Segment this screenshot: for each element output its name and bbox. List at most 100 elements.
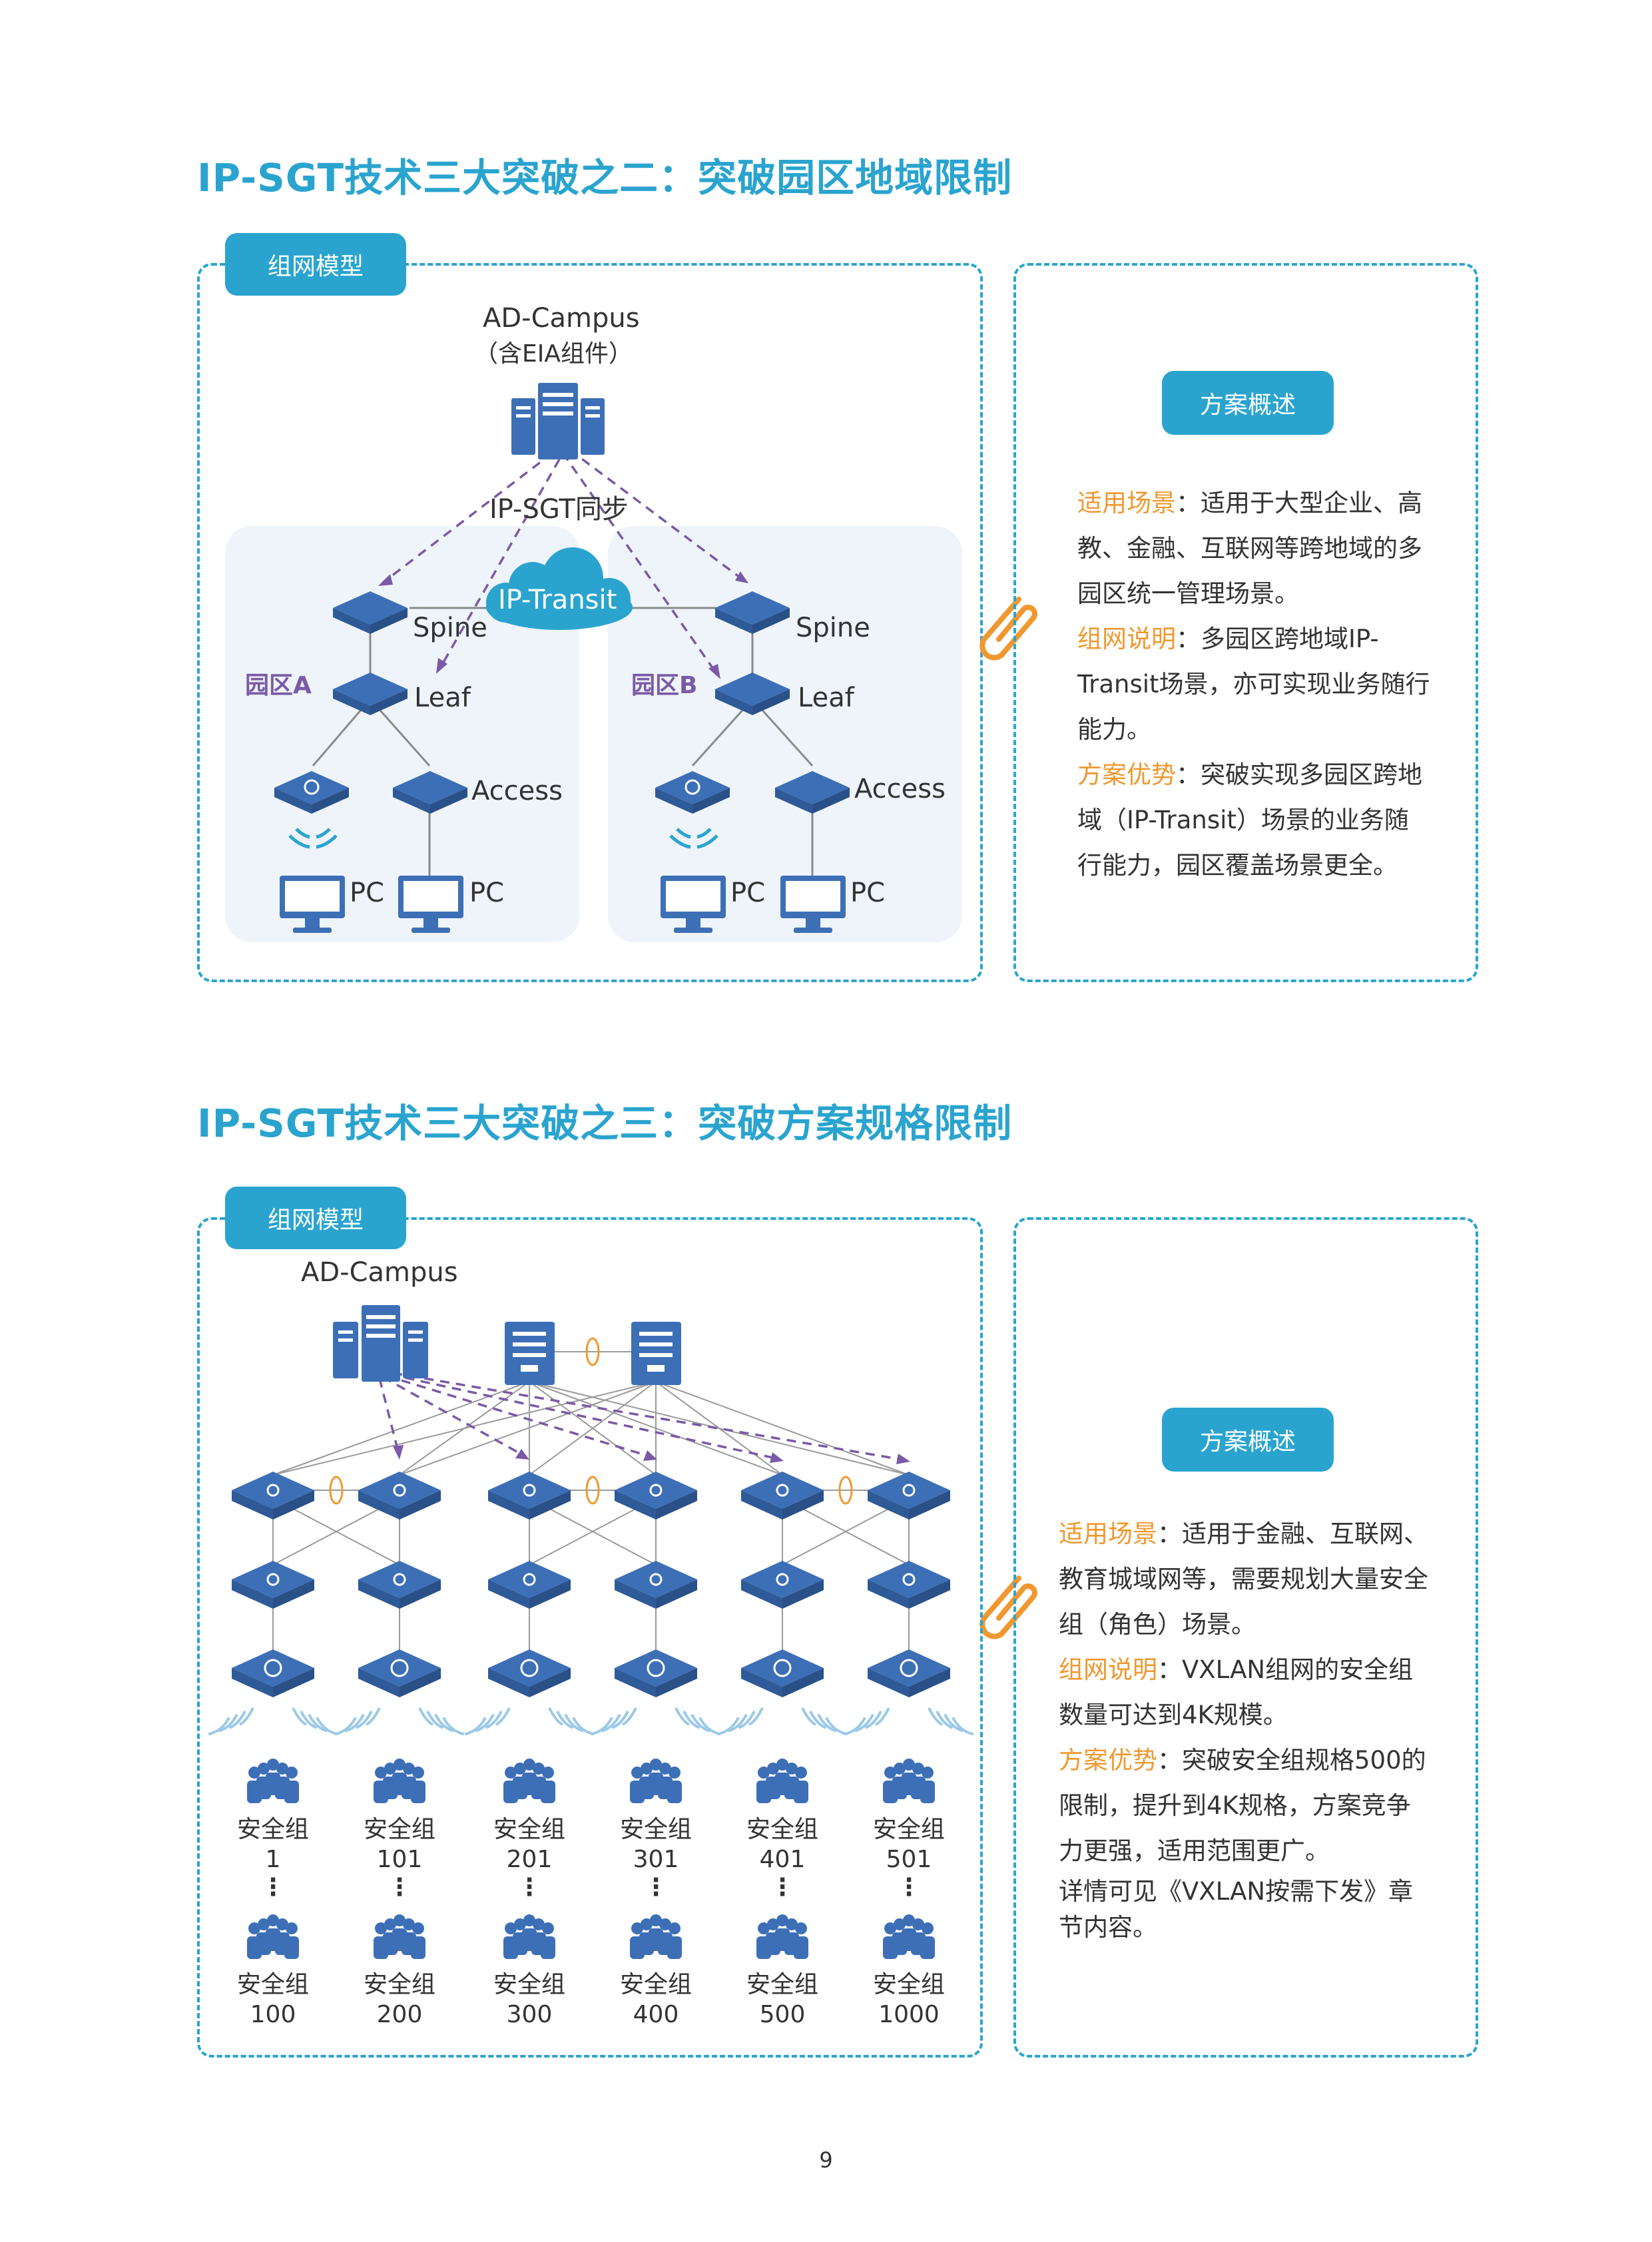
adv-text: ：突破安全组规格500的限制，提升到4K规格，方案竞争力更强，适用范围更广。	[1059, 1746, 1426, 1865]
security-group-top_num: 1	[265, 1846, 281, 1873]
section1-summary-text: 适用场景：适用于大型企业、高教、金融、互联网等跨地域的多园区统一管理场景。 组网…	[1077, 481, 1430, 888]
switch-icon	[232, 1472, 314, 1520]
pc-label: PC	[730, 878, 766, 908]
section1-summary-box	[1013, 263, 1478, 982]
wifi-signal-icon	[208, 1707, 338, 1736]
switch-icon	[868, 1561, 950, 1609]
cloud-icon	[486, 547, 633, 630]
user-group-icon	[503, 1914, 555, 1959]
wifi-signal-icon	[717, 1707, 848, 1736]
user-group-icon	[374, 1759, 425, 1803]
leaf-a-label: Leaf	[414, 683, 471, 713]
security-group-bot_num: 500	[759, 2001, 806, 2028]
user-group-icon	[756, 1759, 808, 1803]
security-group-top: 安全组	[363, 1816, 435, 1843]
section2-title: IP-SGT技术三大突破之三：突破方案规格限制	[197, 1101, 1013, 1146]
security-group-bot_num: 400	[633, 2001, 679, 2028]
security-group-dots: ⋮	[770, 1874, 794, 1901]
section2-controller-label: AD-Campus	[301, 1257, 458, 1288]
net-label: 组网说明	[1059, 1655, 1157, 1684]
switch-icon	[358, 1472, 441, 1520]
security-group-dots: ⋮	[261, 1874, 285, 1901]
security-group-bot: 安全组	[363, 1971, 435, 1998]
wifi-signal-icon	[464, 1707, 595, 1736]
section1-model-box	[197, 263, 983, 982]
scene-text: ：适用于金融、互联网、教育城域网等，需要规划大量安全组（角色）场景。	[1059, 1520, 1428, 1639]
security-group-dots: ⋮	[388, 1874, 412, 1901]
server-icon	[511, 383, 605, 459]
security-group-bot: 安全组	[493, 1971, 565, 1998]
section1-model-tag: 组网模型	[225, 233, 406, 296]
security-group-top: 安全组	[236, 1816, 309, 1843]
security-group-dots: ⋮	[644, 1874, 668, 1901]
access-point-icon	[358, 1649, 441, 1697]
security-group-dots: ⋮	[517, 1874, 541, 1901]
security-group-bot_num: 100	[250, 2001, 296, 2028]
user-group-icon	[247, 1914, 299, 1959]
more-info: 详情可见《VXLAN按需下发》章节内容。	[1059, 1877, 1414, 1942]
user-group-icon	[503, 1759, 555, 1803]
switch-icon	[488, 1472, 571, 1520]
scene-text: ：适用于大型企业、高教、金融、互联网等跨地域的多园区统一管理场景。	[1077, 489, 1422, 608]
user-group-icon	[883, 1759, 935, 1803]
leaf-b-label: Leaf	[798, 683, 854, 713]
wifi-signal-icon	[591, 1707, 721, 1736]
page-number: 9	[819, 2147, 833, 2173]
security-group-top_num: 501	[886, 1846, 932, 1873]
switch-icon	[868, 1472, 950, 1520]
scene-label: 适用场景	[1059, 1520, 1157, 1548]
access-point-icon	[488, 1649, 571, 1697]
user-group-icon	[374, 1914, 425, 1959]
access-point-icon	[868, 1649, 950, 1697]
switch-icon	[488, 1561, 571, 1609]
scene-label: 适用场景	[1077, 489, 1176, 517]
sync-label: IP-SGT同步	[489, 494, 629, 525]
access-a-label: Access	[471, 776, 563, 806]
campus-a-label: 园区A	[245, 672, 312, 699]
net-text: ：多园区跨地域IP-Transit场景，亦可实现业务随行能力。	[1077, 625, 1430, 744]
wifi-signal-icon	[844, 1707, 974, 1736]
section2-summary-tag: 方案概述	[1162, 1408, 1334, 1472]
section1-summary-tag: 方案概述	[1162, 371, 1334, 435]
campus-b-label: 园区B	[631, 672, 698, 699]
switch-icon	[333, 591, 408, 634]
section1-controller-label: AD-Campus	[483, 303, 640, 334]
pc-label: PC	[350, 878, 385, 908]
adv-text: ：突破实现多园区跨地域（IP-Transit）场景的业务随行能力，园区覆盖场景更…	[1077, 760, 1422, 880]
pc-label: PC	[469, 878, 505, 908]
user-group-icon	[247, 1759, 299, 1803]
switch-icon	[741, 1472, 824, 1520]
security-group-bot_num: 1000	[878, 2001, 940, 2028]
switch-icon	[615, 1472, 697, 1520]
pc-label: PC	[850, 878, 886, 908]
security-group-top: 安全组	[619, 1816, 692, 1843]
security-group-top_num: 201	[506, 1846, 553, 1873]
security-group-bot_num: 300	[506, 2001, 553, 2028]
transit-label: IP-Transit	[498, 585, 617, 615]
security-group-bot: 安全组	[746, 1971, 818, 1998]
net-label: 组网说明	[1077, 625, 1176, 653]
adv-label: 方案优势	[1077, 760, 1176, 789]
security-group-bot: 安全组	[236, 1971, 309, 1998]
security-group-dots: ⋮	[897, 1874, 921, 1901]
spine-a-label: Spine	[413, 613, 487, 643]
access-point-icon	[615, 1649, 697, 1697]
security-group-bot: 安全组	[872, 1971, 945, 1998]
section1-controller-sub: （含EIA组件）	[474, 340, 633, 368]
user-group-icon	[883, 1914, 935, 1959]
access-point-icon	[232, 1649, 314, 1697]
security-group-top: 安全组	[746, 1816, 818, 1843]
spine-b-label: Spine	[796, 613, 870, 643]
switch-icon	[358, 1561, 441, 1609]
access-point-icon	[741, 1649, 824, 1697]
wifi-signal-icon	[334, 1707, 465, 1736]
security-group-top_num: 401	[759, 1846, 806, 1873]
security-group-bot: 安全组	[619, 1971, 692, 1998]
access-b-label: Access	[854, 774, 946, 804]
section2-model-box	[197, 1217, 983, 2058]
security-group-top_num: 101	[376, 1846, 423, 1873]
switch-icon	[615, 1561, 697, 1609]
security-group-top: 安全组	[493, 1816, 565, 1843]
